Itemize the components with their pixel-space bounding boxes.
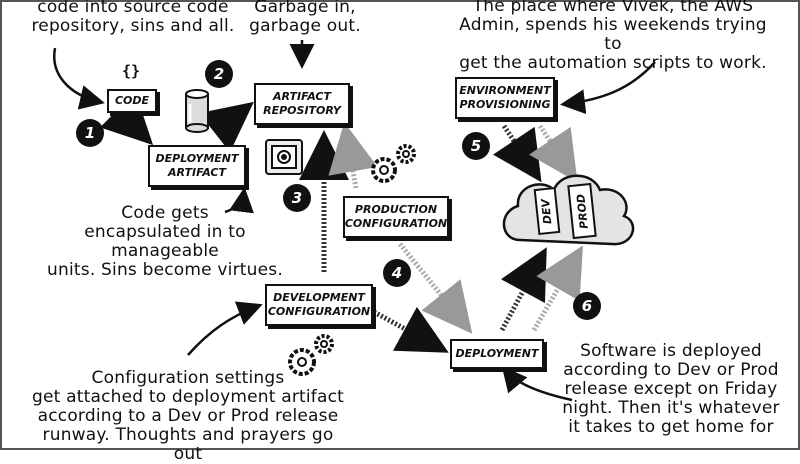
note-line: Code gets [121, 203, 209, 223]
step-badge-1: 1 [76, 119, 104, 147]
flow-env-to-dev [493, 124, 542, 183]
step-badge-2: 2 [205, 60, 233, 88]
box-label: ENVIRONMENT [459, 84, 551, 97]
note-line: garbage out. [249, 16, 361, 36]
arrow-encap-to-artifact [224, 187, 254, 214]
cloud-dev-text: DEV [539, 197, 555, 225]
step-badge-3: 3 [283, 184, 311, 212]
note-line: units. Sins become virtues. [47, 260, 283, 280]
deployment-artifact-box: DEPLOYMENT ARTIFACT [148, 145, 246, 187]
box-label: CODE [114, 94, 150, 107]
note-line: encapsulated in to manageable [84, 222, 246, 261]
flow-prodconfig-to-deployment [398, 242, 473, 334]
box-label: DEVELOPMENT [273, 291, 365, 304]
note-garbage: Garbage in, garbage out. [240, 0, 370, 36]
note-line: runway. Thoughts and prayers go out [42, 425, 334, 464]
diagram-frame [0, 0, 800, 450]
arrow-config-to-devconfig [187, 301, 263, 356]
box-label: DEPLOYMENT [455, 347, 539, 360]
box-label: ARTIFACT [168, 166, 226, 179]
flow-deployment-to-prod [531, 245, 584, 332]
deployment-box: DEPLOYMENT [450, 339, 544, 369]
box-label: PROVISIONING [459, 98, 551, 111]
note-line: it takes to get home for [568, 417, 774, 437]
box-label: CONFIGURATION [344, 217, 448, 230]
note-line: Configuration settings [91, 368, 285, 388]
flow-db-to-repo [199, 101, 254, 153]
box-label: CONFIGURATION [267, 305, 371, 318]
flow-code-to-artifact [100, 92, 154, 146]
database-icon [185, 89, 209, 133]
gears-icon [371, 144, 416, 183]
arrow-deploy-note-to-deployment [501, 366, 573, 402]
note-line: The place where Vivek, the AWS [472, 0, 754, 16]
artifact-repository-box: ARTIFACT REPOSITORY [254, 83, 350, 125]
step-badge-6: 6 [573, 292, 601, 320]
note-line: get attached to deployment artifact [31, 387, 345, 407]
environment-provisioning-box: ENVIRONMENT PROVISIONING [455, 77, 555, 119]
note-line: night. Then it's whatever [562, 398, 780, 418]
arrow-vivek-to-env [560, 61, 656, 115]
box-label: ARTIFACT [273, 90, 331, 103]
note-line: Admin, spends his weekends trying to [459, 15, 767, 54]
development-configuration-box: DEVELOPMENT CONFIGURATION [265, 284, 373, 326]
step-badge-5: 5 [462, 132, 490, 160]
note-line: code into source code [37, 0, 229, 17]
note-deployment: Software is deployed according to Dev or… [556, 342, 786, 437]
box-label: REPOSITORY [263, 104, 341, 117]
flow-prodconfig-to-repo [328, 122, 378, 189]
note-configuration: Configuration settings get attached to d… [28, 369, 348, 464]
gears-icon [288, 334, 334, 376]
note-line: Software is deployed [580, 341, 762, 361]
box-label: DEPLOYMENT [155, 152, 239, 165]
arrow-commit-to-code [52, 47, 105, 110]
safe-icon [265, 139, 303, 175]
note-line: Garbage in, [254, 0, 356, 17]
flow-devconfig-to-deployment [372, 306, 449, 353]
step-badge-4: 4 [383, 259, 411, 287]
box-label: PRODUCTION [354, 203, 438, 216]
code-box: CODE [107, 89, 157, 113]
note-line: according to Dev or Prod [563, 360, 779, 380]
cloud-prod-text: PROD [573, 192, 591, 230]
note-line: according to a Dev or Prod release [37, 406, 339, 426]
flow-deployment-to-dev [499, 247, 547, 332]
flow-env-to-prod [529, 124, 578, 183]
braces-icon: {} [122, 62, 141, 80]
cloud-dev-label: DEV [533, 186, 561, 236]
note-commit: code into source code repository, sins a… [18, 0, 248, 36]
note-line: repository, sins and all. [31, 16, 235, 36]
note-encapsulation: Code gets encapsulated in to manageable … [30, 204, 300, 280]
production-configuration-box: PRODUCTION CONFIGURATION [343, 196, 449, 238]
note-line: release except on Friday [564, 379, 778, 399]
note-line: get the automation scripts to work. [459, 53, 767, 73]
note-vivek: The place where Vivek, the AWS Admin, sp… [448, 0, 778, 73]
